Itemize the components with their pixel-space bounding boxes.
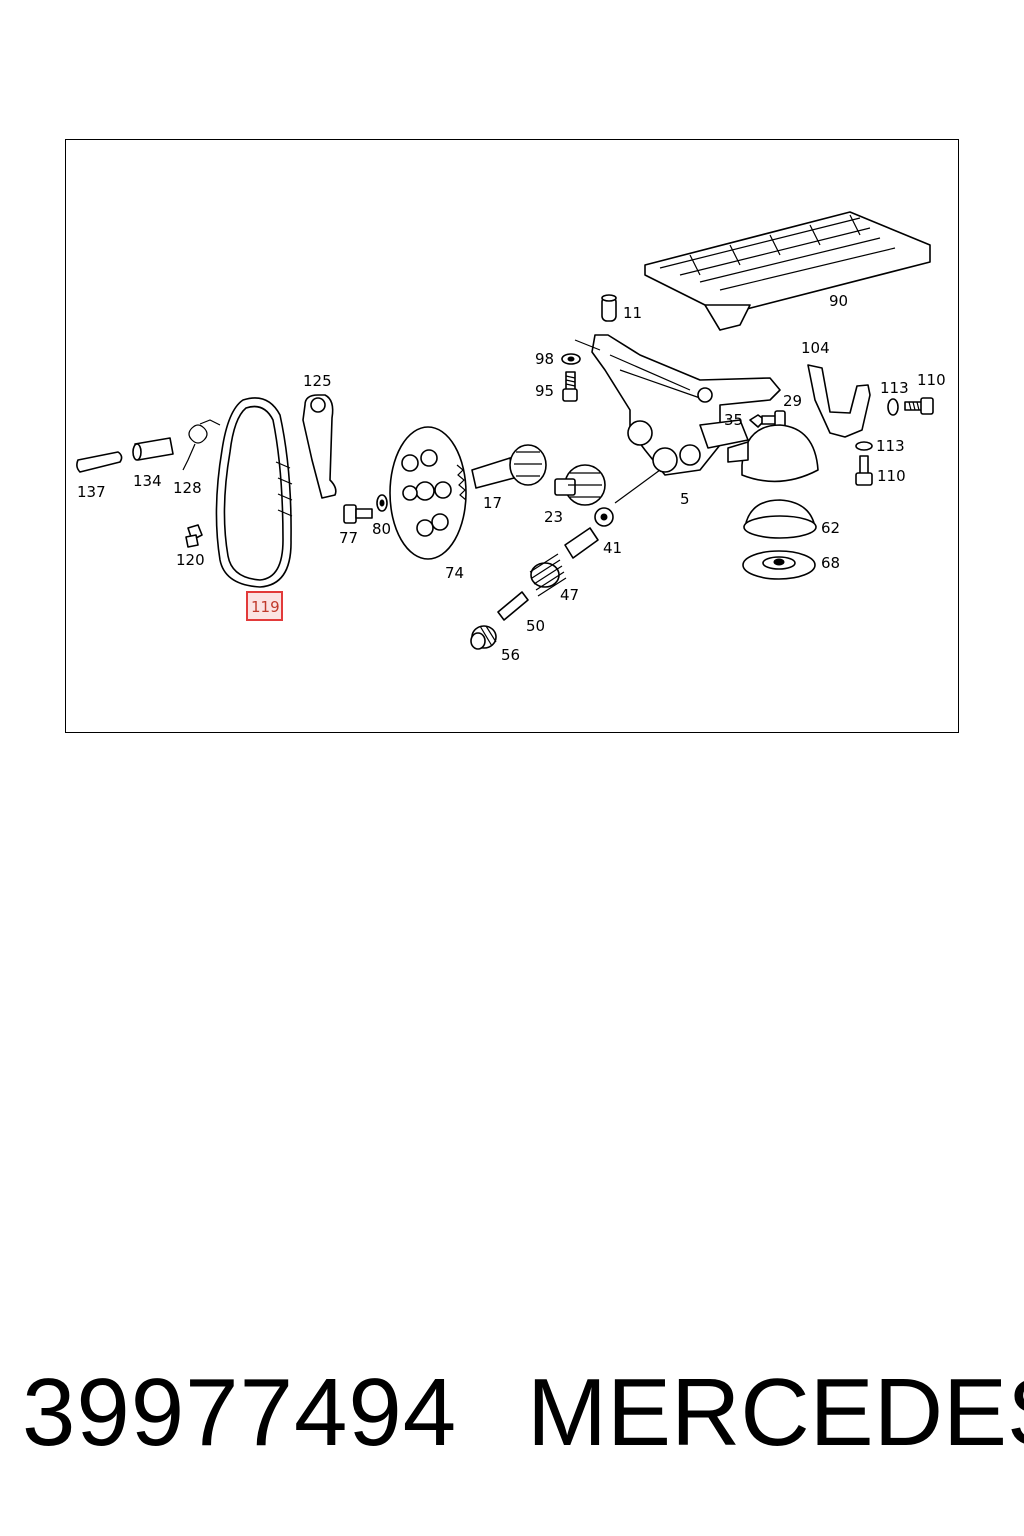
part-23-driven-gear <box>554 464 606 506</box>
part-68-seal <box>742 550 816 580</box>
part-62-dome-cover <box>743 499 817 539</box>
callout-110b[interactable]: 110 <box>877 467 906 485</box>
callout-47[interactable]: 47 <box>560 586 579 604</box>
callout-113b[interactable]: 113 <box>876 437 905 455</box>
callout-90[interactable]: 90 <box>829 292 848 310</box>
callout-11[interactable]: 11 <box>623 304 642 322</box>
part-80-washer <box>376 494 388 512</box>
part-113-washer-b <box>855 441 873 451</box>
part-50-pin <box>497 591 529 621</box>
callout-5[interactable]: 5 <box>680 490 690 508</box>
callout-110a[interactable]: 110 <box>917 371 946 389</box>
part-77-bolt <box>343 504 373 524</box>
part-95-bolt <box>562 371 578 402</box>
callout-74[interactable]: 74 <box>445 564 464 582</box>
part-47-spring <box>529 553 567 597</box>
part-56-plug <box>470 625 497 650</box>
part-strainer-dome <box>727 424 819 483</box>
part-137-pin <box>76 451 123 473</box>
part-17-drive-gear <box>471 444 547 489</box>
callout-77[interactable]: 77 <box>339 529 358 547</box>
part-134-sleeve <box>132 437 174 461</box>
callout-119[interactable]: 119 <box>251 598 280 616</box>
part-125-tensioner <box>302 394 337 499</box>
callout-120[interactable]: 120 <box>176 551 205 569</box>
part-120-link <box>185 524 203 548</box>
part-110-bolt-b <box>855 455 873 486</box>
callout-29[interactable]: 29 <box>783 392 802 410</box>
highlight-box <box>246 591 283 621</box>
callout-80[interactable]: 80 <box>372 520 391 538</box>
part-number: 39977494 <box>22 1359 458 1466</box>
footer: 39977494 MERCEDES <box>0 1358 1024 1468</box>
callout-17[interactable]: 17 <box>483 494 502 512</box>
callout-134[interactable]: 134 <box>133 472 162 490</box>
callout-95[interactable]: 95 <box>535 382 554 400</box>
callout-56[interactable]: 56 <box>501 646 520 664</box>
part-98-washer <box>561 353 581 365</box>
callout-98[interactable]: 98 <box>535 350 554 368</box>
part-119-timing-chain <box>215 397 293 588</box>
part-74-sprocket <box>389 426 467 560</box>
part-41-valve-piston <box>564 507 614 559</box>
callout-41[interactable]: 41 <box>603 539 622 557</box>
callout-137[interactable]: 137 <box>77 483 106 501</box>
callout-128[interactable]: 128 <box>173 479 202 497</box>
part-104-bracket <box>807 364 871 438</box>
brand-name: MERCEDES <box>527 1359 1024 1466</box>
callout-113a[interactable]: 113 <box>880 379 909 397</box>
callout-62[interactable]: 62 <box>821 519 840 537</box>
callout-104[interactable]: 104 <box>801 339 830 357</box>
callout-125[interactable]: 125 <box>303 372 332 390</box>
part-90-baffle <box>644 211 931 331</box>
callout-68[interactable]: 68 <box>821 554 840 572</box>
callout-50[interactable]: 50 <box>526 617 545 635</box>
part-110-bolt-a <box>904 397 934 415</box>
part-5-oil-pump <box>574 334 781 504</box>
part-128-spring <box>182 419 221 471</box>
part-11-pin <box>601 294 617 322</box>
callout-119-highlight[interactable]: 119 <box>246 591 283 621</box>
callout-35[interactable]: 35 <box>724 411 743 429</box>
part-113-washer-a <box>887 398 899 416</box>
callout-23[interactable]: 23 <box>544 508 563 526</box>
